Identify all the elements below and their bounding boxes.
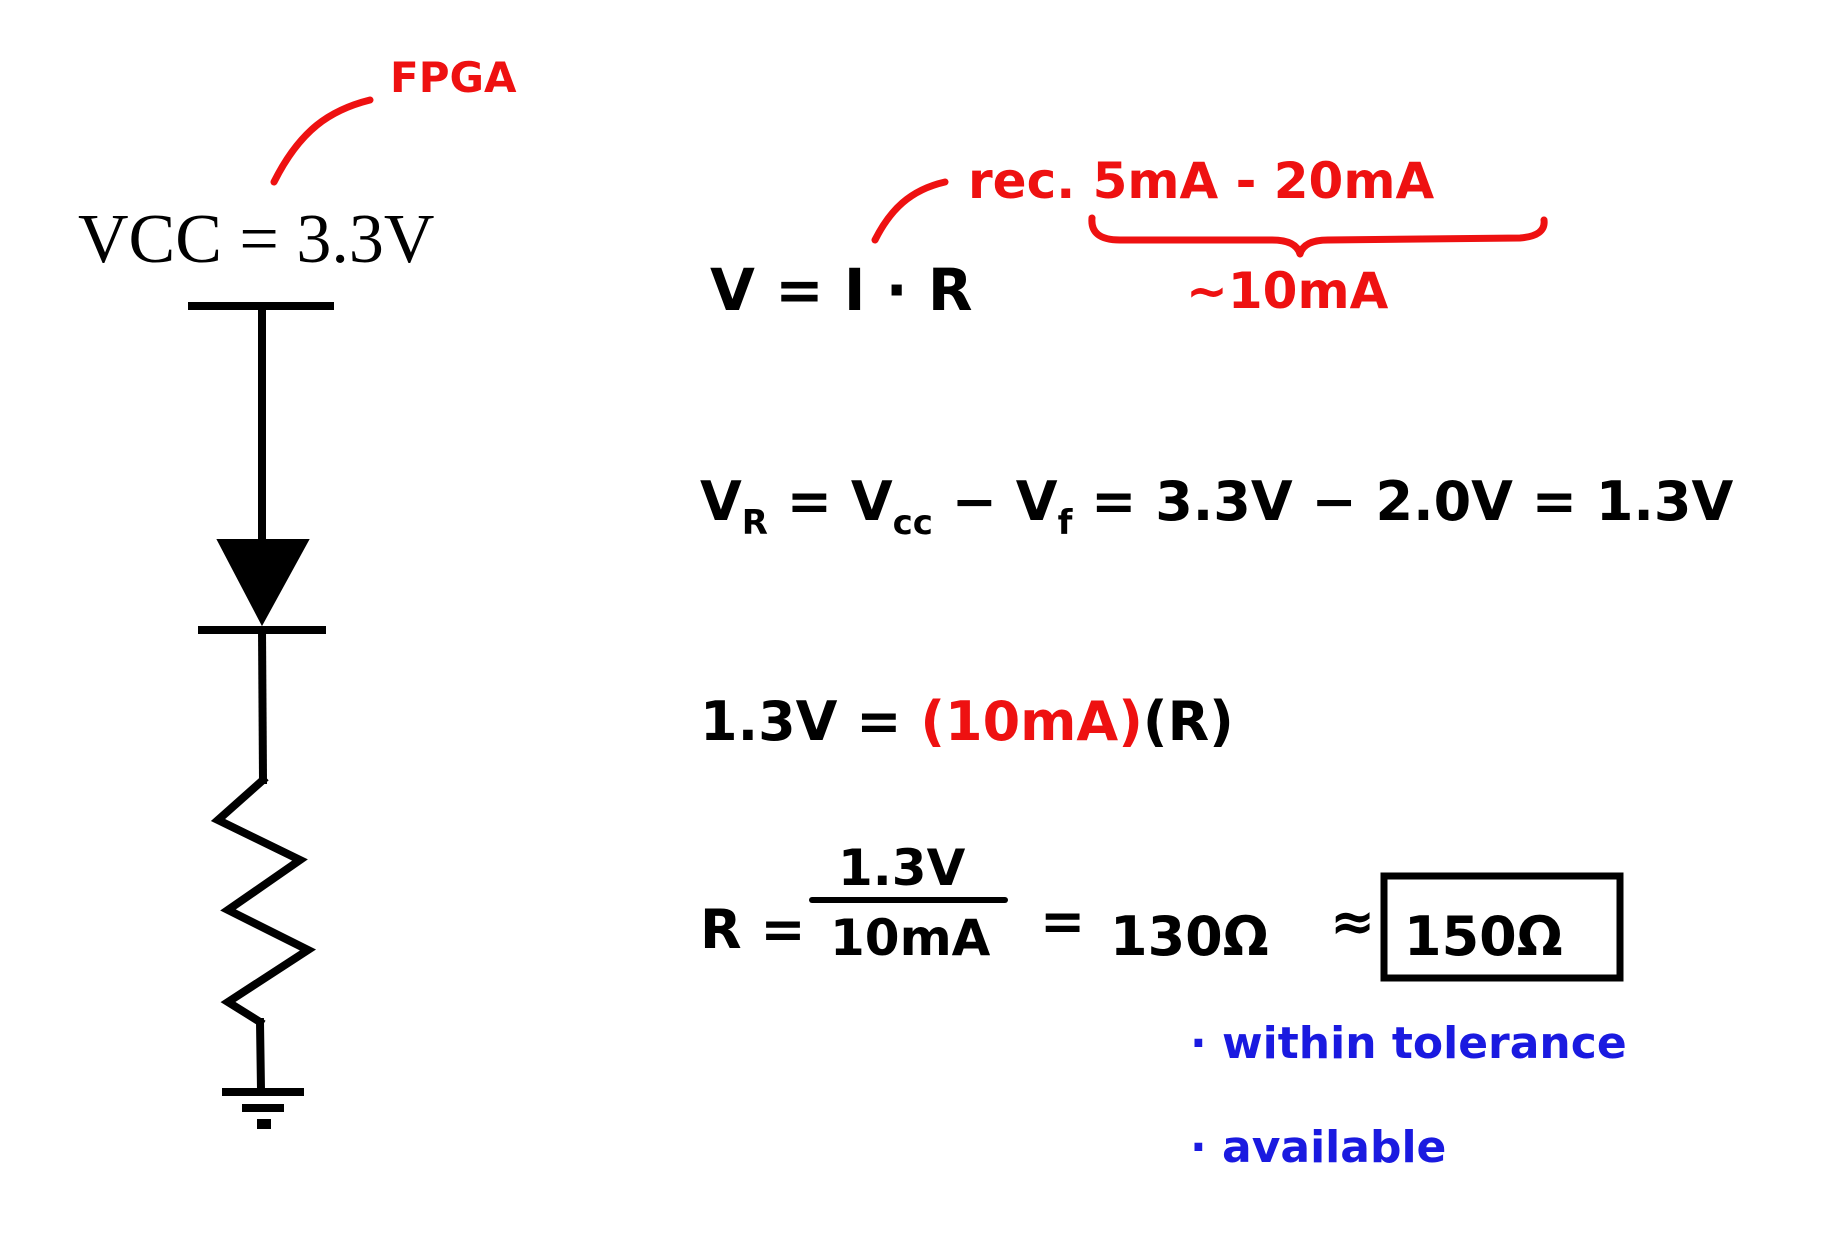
final-resistance: 150Ω <box>1404 905 1563 968</box>
resistance-equals: = <box>1040 890 1085 953</box>
supply-voltage-label: VCC = 3.3V <box>78 201 434 278</box>
calculated-resistance: 130Ω <box>1110 905 1269 968</box>
led-diode-symbol <box>216 539 310 627</box>
approx-sign: ≈ <box>1330 890 1375 953</box>
final-resistance-box <box>1380 872 1624 982</box>
wire-led-to-resistor <box>257 625 268 785</box>
substitution-equation: 1.3V = (10mA)(R) <box>700 690 1234 753</box>
resistance-lhs: R = <box>700 898 806 961</box>
current-pointer-curve <box>871 178 949 244</box>
current-range-brace <box>1088 214 1548 258</box>
fpga-note: FPGA <box>390 53 517 102</box>
chosen-current-note: ~10mA <box>1186 262 1389 320</box>
note-within-tolerance: · within tolerance <box>1190 1018 1627 1069</box>
fraction-numerator: 1.3V <box>838 839 966 897</box>
wire-resistor-to-ground <box>255 1017 266 1095</box>
note-available: · available <box>1190 1122 1446 1173</box>
resistor-symbol <box>210 774 317 1028</box>
fraction-denominator: 10mA <box>830 909 991 967</box>
recommended-current-note: rec. 5mA - 20mA <box>968 152 1434 210</box>
fpga-pointer-curve <box>270 96 374 186</box>
schematic <box>188 302 334 1129</box>
ohms-law-equation: V = I · R <box>710 256 973 324</box>
resistor-voltage-equation: VR = Vcc − Vf = 3.3V − 2.0V = 1.3V <box>700 470 1733 543</box>
